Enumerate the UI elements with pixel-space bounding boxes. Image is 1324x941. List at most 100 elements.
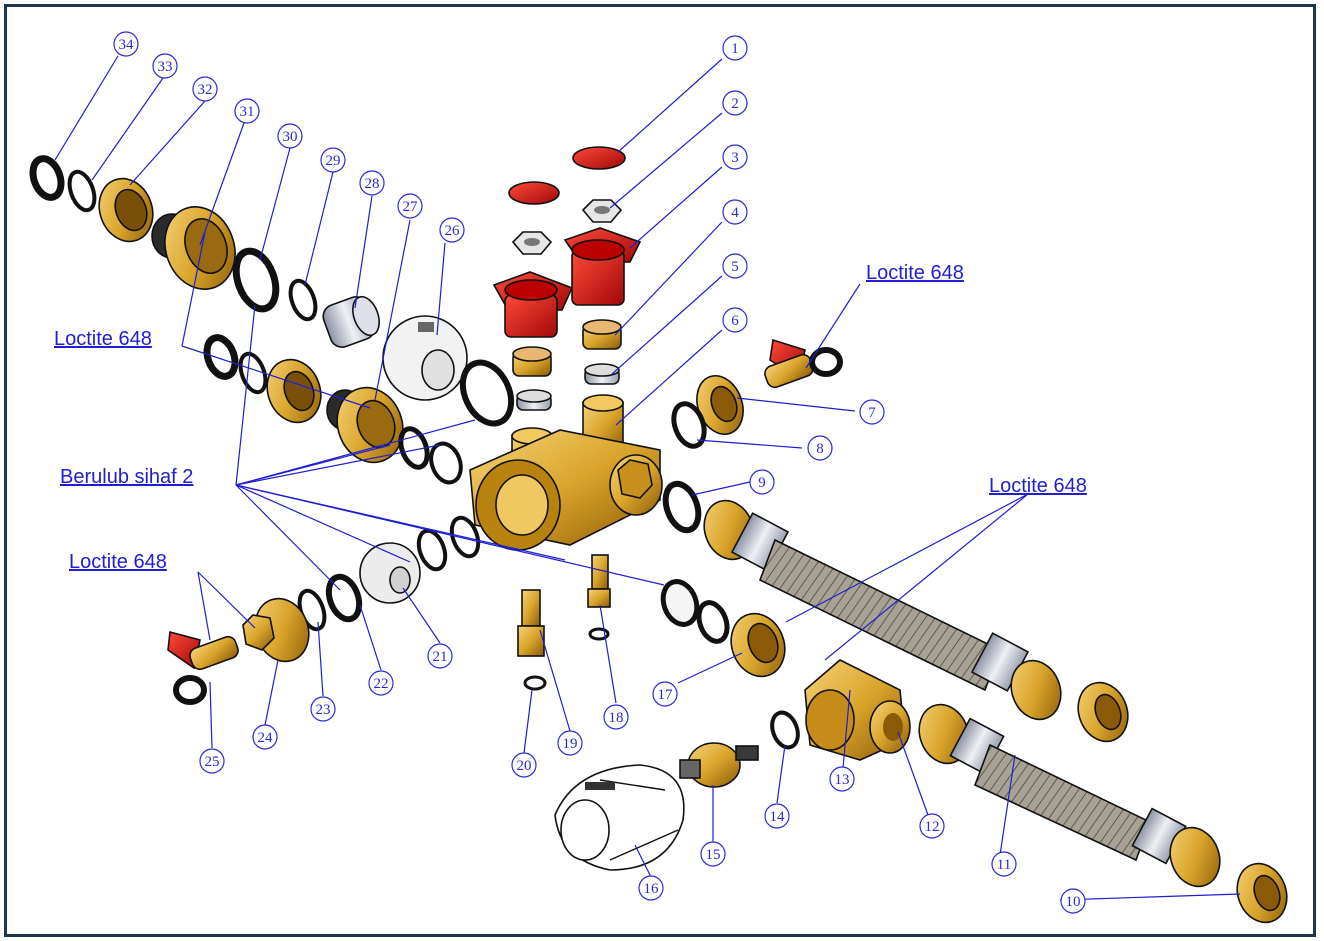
o-ring-14 [770, 710, 800, 750]
red-handle-left [492, 271, 574, 338]
callout-number: 26 [445, 223, 461, 239]
callout-number: 13 [835, 772, 850, 788]
callout-10: 10 [1060, 888, 1086, 914]
red-lever-handle-25 [167, 630, 239, 705]
callout-number: 3 [731, 150, 739, 166]
callout-number: 32 [198, 82, 213, 98]
callout-33: 33 [152, 53, 178, 79]
callout-number: 17 [658, 687, 674, 703]
callout-circle [919, 813, 945, 839]
callout-number: 9 [758, 475, 766, 491]
callout-circle [113, 31, 139, 57]
fitting-7 [696, 375, 744, 435]
callout-number: 34 [119, 37, 135, 53]
callout-31: 31 [234, 98, 260, 124]
bushing-left [512, 346, 552, 377]
note-loctite-648-top-right: Loctite 648 [866, 262, 964, 284]
callout-8: 8 [807, 435, 833, 461]
o-ring-30 [232, 247, 280, 313]
callout-circle [320, 147, 346, 173]
callout-11: 11 [991, 851, 1017, 877]
callout-circle [359, 170, 385, 196]
ball-26 [382, 315, 468, 401]
callout-number: 27 [403, 199, 419, 215]
callout-circle [192, 76, 218, 102]
callout-number: 14 [770, 809, 786, 825]
callout-2: 2 [722, 90, 748, 116]
tee-fitting-12 [804, 659, 911, 761]
thermostat-head-16 [554, 764, 685, 871]
callout-circle [199, 748, 225, 774]
callout-6: 6 [722, 307, 748, 333]
notes-layer: Loctite 648 Loctite 648 Loctite 648 Loct… [54, 262, 1087, 573]
hex-nut-left [511, 231, 553, 255]
callouts-layer: 1234567891011121314151617181920212223242… [113, 31, 1086, 914]
ring-mid-b [449, 515, 481, 559]
callout-number: 18 [609, 710, 624, 726]
callout-circle [991, 851, 1017, 877]
callout-circle [397, 193, 423, 219]
callout-number: 10 [1066, 894, 1081, 910]
callout-circle [829, 766, 855, 792]
washer-left [516, 389, 552, 411]
callout-circle [511, 752, 537, 778]
callout-12: 12 [919, 813, 945, 839]
callout-9: 9 [749, 469, 775, 495]
callout-32: 32 [192, 76, 218, 102]
callout-number: 29 [326, 153, 341, 169]
callout-18: 18 [603, 704, 629, 730]
fitting-24 [242, 597, 310, 663]
callout-1: 1 [722, 35, 748, 61]
callout-circle [722, 144, 748, 170]
callout-circle [722, 35, 748, 61]
callout-number: 2 [731, 96, 739, 112]
red-cap-left [508, 181, 560, 205]
callout-number: 30 [283, 129, 298, 145]
callout-number: 23 [316, 702, 331, 718]
stem-18 [587, 554, 611, 641]
callout-circle [234, 98, 260, 124]
stem-19 [517, 589, 545, 657]
callout-number: 5 [731, 259, 739, 275]
callout-number: 22 [374, 676, 389, 692]
callout-circle [722, 90, 748, 116]
callout-number: 28 [365, 176, 380, 192]
callout-26: 26 [439, 217, 465, 243]
red-handle-3 [563, 227, 642, 306]
callout-circle [700, 841, 726, 867]
callout-circle [439, 217, 465, 243]
callout-circle [722, 253, 748, 279]
callout-34: 34 [113, 31, 139, 57]
o-ring-20 [523, 675, 547, 691]
callout-number: 33 [158, 59, 173, 75]
nut-17 [730, 612, 786, 678]
steel-sleeve-28 [322, 295, 380, 348]
o-ring-large [459, 359, 515, 427]
union-fitting-27 [326, 386, 404, 464]
callout-23: 23 [310, 696, 336, 722]
callout-16: 16 [638, 875, 664, 901]
callout-number: 15 [706, 847, 721, 863]
hex-nut-2 [581, 199, 623, 223]
callout-number: 4 [731, 205, 739, 221]
callout-3: 3 [722, 144, 748, 170]
callout-circle [764, 803, 790, 829]
callout-number: 24 [258, 730, 274, 746]
callout-circle [427, 643, 453, 669]
leader-lines [54, 55, 1241, 901]
parts-layer [29, 146, 1288, 924]
callout-number: 6 [731, 313, 739, 329]
callout-number: 12 [925, 819, 940, 835]
callout-number: 16 [644, 881, 660, 897]
callout-19: 19 [557, 730, 583, 756]
callout-30: 30 [277, 123, 303, 149]
callout-number: 20 [517, 758, 532, 774]
note-loctite-648-right: Loctite 648 [989, 475, 1087, 497]
callout-27: 27 [397, 193, 423, 219]
callout-25: 25 [199, 748, 225, 774]
callout-circle [722, 307, 748, 333]
callout-number: 7 [868, 405, 876, 421]
callout-21: 21 [427, 643, 453, 669]
ball-21 [359, 542, 421, 604]
